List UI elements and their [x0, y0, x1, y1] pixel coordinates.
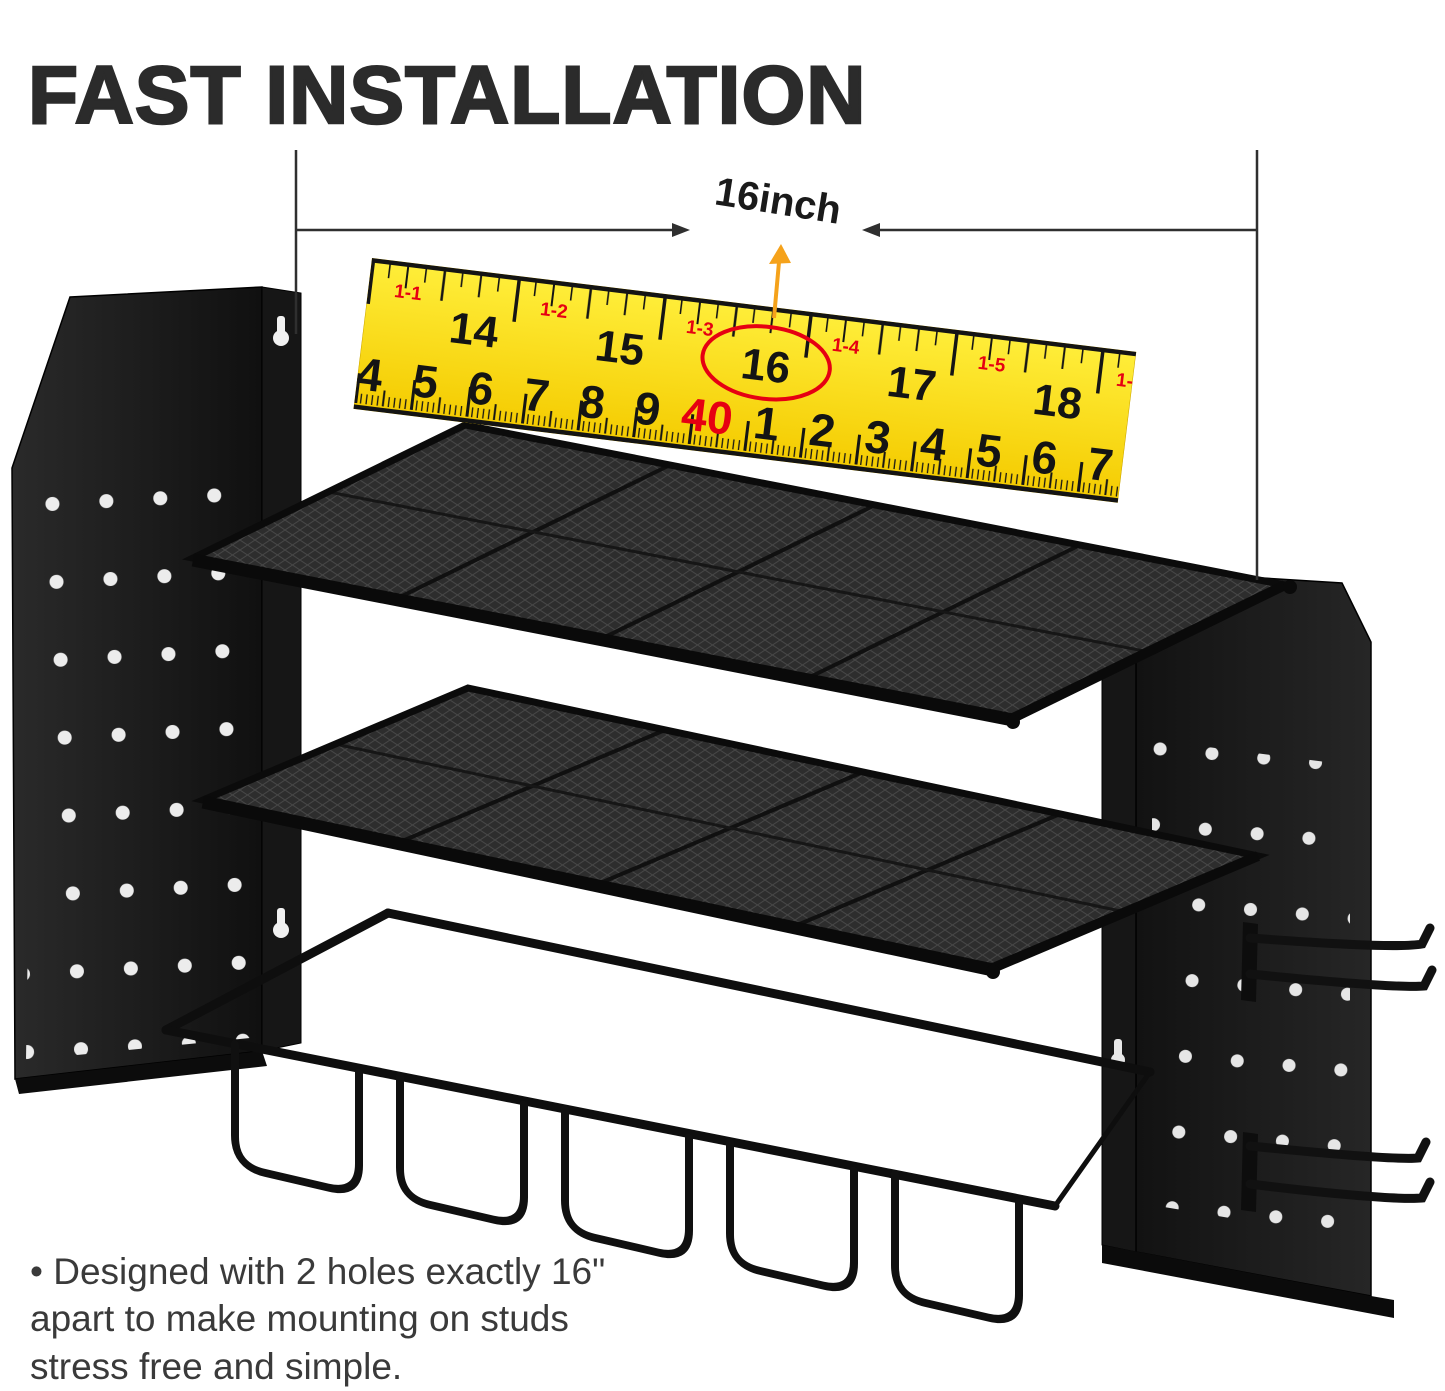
left-panel-foot: [15, 1051, 267, 1094]
tape-inch-number: 18: [1030, 375, 1085, 430]
tape-foot-marker: 1-3: [685, 317, 715, 341]
caption-line: apart to make mounting on studs: [30, 1298, 569, 1340]
pegboard-hooks-upper: [1241, 922, 1437, 1002]
dimension-arrow-icon: [862, 223, 880, 237]
tape-cm-number: 6: [465, 361, 497, 416]
tape-foot-marker: 1-2: [539, 299, 569, 323]
pegboard-hooks-lower: [1241, 1132, 1435, 1212]
tape-inch-number: 14: [447, 303, 502, 358]
rack-left-bar: [161, 908, 393, 1035]
hook-icon: [1245, 923, 1435, 951]
tape-cm-number: 6: [1029, 430, 1061, 485]
tape-cm-number: 5: [409, 354, 441, 409]
tape-cm-number: 7: [1084, 437, 1116, 492]
tape-foot-marker: 1-: [1115, 370, 1134, 393]
right-panel-foot: [1102, 1245, 1394, 1318]
tape-cm-number: 2: [807, 403, 839, 458]
left-panel-holes: [26, 464, 250, 1060]
shelf-front-rail: [201, 795, 995, 977]
measuring-tape: 1-1 1-2 1-3 1-4 1-5 1- 14 15 16 17 18 4 …: [353, 258, 1137, 503]
tape-foot-marker: 1-1: [393, 281, 423, 305]
rack-back-rail: [383, 908, 1155, 1077]
tape-cm-number: 3: [862, 410, 894, 465]
keyhole-slot: [273, 908, 289, 938]
caption-line: • Designed with 2 holes exactly 16": [30, 1251, 606, 1292]
tape-cm-number: 8: [576, 375, 608, 430]
caption-line: stress free and simple.: [30, 1345, 403, 1387]
hook-icon: [1245, 1177, 1435, 1203]
tape-cm-number: 5: [973, 423, 1005, 478]
tape-inch-number: 17: [884, 357, 939, 412]
tape-foot-marker: 1-4: [831, 335, 861, 359]
tape-inch-number-highlighted: 16: [738, 339, 793, 394]
tape-foot-marker: 1-5: [977, 353, 1007, 377]
shelf-side-rail: [991, 851, 1260, 973]
tape-cm-number: 7: [521, 368, 553, 423]
shelf-side-rail: [1010, 580, 1288, 723]
tape-cm-number: 9: [632, 381, 664, 436]
page-title: FAST INSTALLATION: [27, 49, 867, 142]
hook-icon: [1245, 1137, 1431, 1163]
keyhole-slot: [273, 316, 289, 346]
dimension-arrow-icon: [672, 223, 690, 237]
tape-cm-number-red: 40: [679, 387, 736, 445]
rack-right-bar: [1052, 1069, 1153, 1209]
left-side-panel: [11, 286, 302, 1094]
drill-holder-rack: [161, 908, 1155, 1325]
pointer-arrow-orange: [769, 244, 791, 319]
hook-icon: [1245, 965, 1437, 991]
upper-mesh-shelf: [182, 421, 1297, 729]
dimension-annotation: [294, 150, 1259, 580]
arrow-up-icon: [769, 244, 791, 264]
caption: • Designed with 2 holes exactly 16" apar…: [30, 1248, 605, 1390]
highlight-circle-16: [700, 324, 832, 402]
tape-inch-number: 15: [593, 321, 648, 376]
tape-cm-number: 1: [751, 396, 783, 451]
dimension-label: 16inch: [712, 170, 844, 233]
rack-front-rail: [161, 1025, 1060, 1211]
shelf-front-rail: [191, 553, 1015, 727]
lower-mesh-shelf: [191, 684, 1270, 979]
